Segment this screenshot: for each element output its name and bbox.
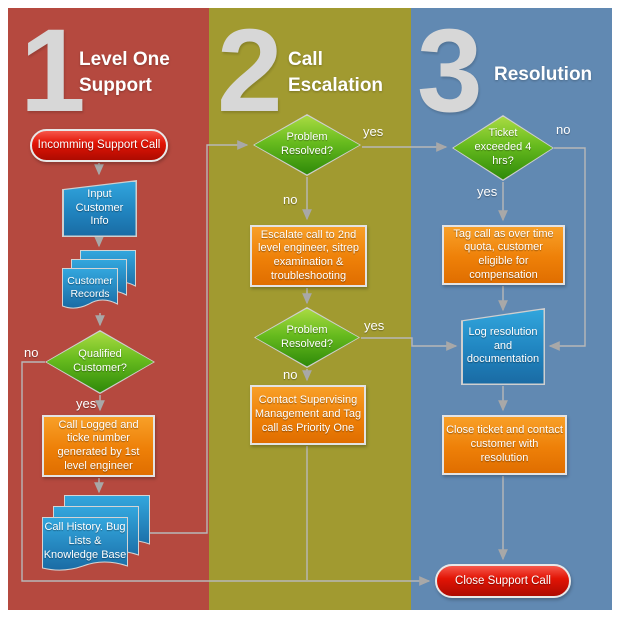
title-line: Escalation [288, 74, 384, 96]
node-label: Customer Records [67, 274, 113, 300]
manual-input-customer-info: Input Customer Info [62, 180, 137, 237]
document-stack-call-history: Call History. Bug Lists & Knowledge Base [42, 495, 150, 574]
process-call-logged: Call Logged and ticke number generated b… [42, 415, 155, 477]
branch-label-yes: yes [364, 318, 385, 333]
node-label: Problem Resolved? [281, 131, 333, 157]
branch-label-yes: yes [477, 184, 498, 199]
process-contact-supervising: Contact Supervising Management and Tag c… [250, 385, 366, 445]
column-resolution [411, 8, 612, 610]
column-number-1: 1 [20, 5, 86, 137]
branch-label-no: no [283, 192, 298, 207]
node-label: Ticket exceeded 4 hrs? [474, 127, 532, 167]
column-title-resolution: Resolution [494, 62, 592, 88]
branch-label-no: no [24, 345, 39, 360]
branch-label-no: no [283, 367, 298, 382]
title-line: Resolution [494, 64, 593, 85]
node-label: Log resolution and documentation [466, 325, 540, 366]
terminator-incoming-support-call: Incomming Support Call [30, 129, 168, 162]
process-tag-call-overtime: Tag call as over time quota, customer el… [442, 225, 565, 285]
shape-fill [462, 309, 544, 384]
title-line: Level One [79, 49, 170, 70]
decision-problem-resolved-1: Problem Resolved? [253, 114, 361, 176]
branch-label-no: no [556, 122, 571, 137]
node-label: Input Customer Info [75, 187, 124, 228]
branch-label-yes: yes [76, 396, 97, 411]
shape-fill [63, 181, 136, 236]
terminator-close-support-call: Close Support Call [435, 564, 571, 598]
document-stack-customer-records: Customer Records [62, 250, 136, 312]
manual-input-log-resolution: Log resolution and documentation [461, 308, 545, 385]
node-label: Qualified Customer? [73, 348, 127, 374]
branch-label-yes: yes [363, 124, 384, 139]
column-number-3: 3 [417, 5, 483, 137]
decision-qualified-customer: Qualified Customer? [45, 330, 155, 394]
column-title-level-one-support: Level One Support [79, 47, 170, 98]
node-label: Problem Resolved? [281, 323, 333, 350]
process-close-ticket: Close ticket and contact customer with r… [442, 415, 567, 475]
node-label: Call History. Bug Lists & Knowledge Base [43, 521, 127, 561]
column-title-call-escalation: Call Escalation [288, 47, 383, 98]
title-line: Call [288, 49, 323, 70]
decision-ticket-exceeded: Ticket exceeded 4 hrs? [452, 115, 554, 181]
column-number-2: 2 [217, 5, 283, 137]
title-line: Support [79, 74, 152, 96]
process-escalate-call: Escalate call to 2nd level engineer, sit… [250, 225, 367, 287]
decision-problem-resolved-2: Problem Resolved? [254, 307, 360, 368]
